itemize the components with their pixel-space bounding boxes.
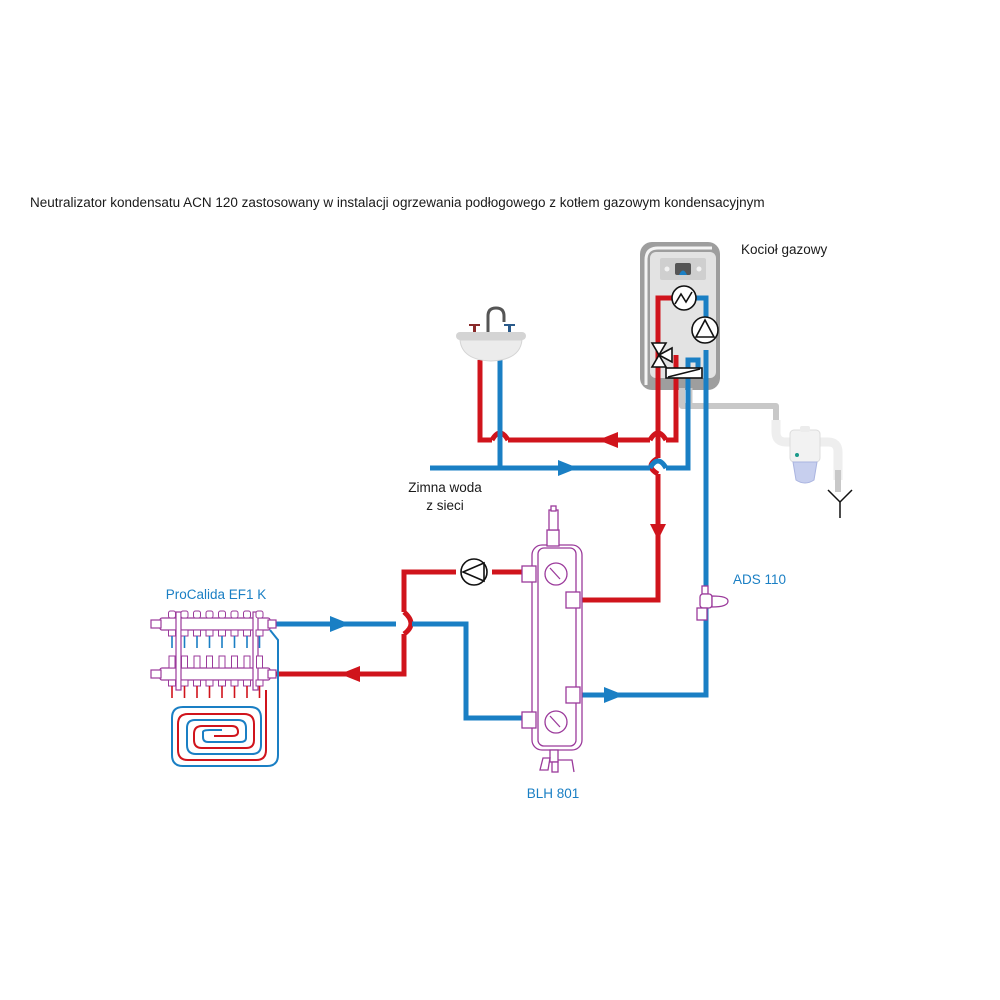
manifold-outlet-fitting xyxy=(168,629,176,637)
condensate-pipe xyxy=(679,388,779,420)
manifold-outlet-fitting xyxy=(205,679,214,687)
boiler-display-icon xyxy=(675,263,691,275)
manifold-flowmeter xyxy=(231,655,238,669)
manifold-outlet-fitting xyxy=(218,679,226,687)
manifold-valve xyxy=(230,610,239,619)
drain-icon xyxy=(827,489,853,518)
arrow-right-cold-icon xyxy=(558,460,578,476)
boiler-body xyxy=(650,252,716,378)
manifold-valve xyxy=(193,610,201,619)
underfloor-manifold xyxy=(150,611,277,691)
manifold-valve xyxy=(243,610,251,619)
manifold-outlet-fitting xyxy=(243,679,251,687)
arrow-down-hot-icon xyxy=(650,524,666,540)
arrow-left-hot-icon xyxy=(598,432,618,448)
tap-icon xyxy=(486,306,506,333)
separator-port xyxy=(565,686,581,704)
manifold-outlet-fitting xyxy=(255,679,264,687)
manifold-valve xyxy=(168,610,176,619)
manifold-label: ProCalida EF1 K xyxy=(166,587,267,602)
manifold-flowmeter xyxy=(243,655,251,669)
manifold-outlet-fitting xyxy=(193,629,201,637)
arrow-right-supply-icon xyxy=(330,616,350,632)
manifold-flowmeter xyxy=(193,655,201,669)
separator-port xyxy=(565,591,581,609)
cold-water-label-line1: Zimna woda xyxy=(408,480,482,495)
manifold-outlet-fitting xyxy=(180,629,189,637)
arrow-right-return-icon xyxy=(604,687,624,703)
manifold-valve xyxy=(218,610,226,619)
separator-label: BLH 801 xyxy=(527,786,580,801)
manifold-flowmeter xyxy=(168,655,176,669)
manifold-outlet-fitting xyxy=(168,679,176,687)
boiler-internals xyxy=(650,285,719,379)
separator-port xyxy=(521,711,537,729)
manifold-outlet-fitting xyxy=(255,629,264,637)
manifold-outlet-fitting xyxy=(230,679,239,687)
condensate-neutralizer xyxy=(771,420,843,492)
manifold-valve xyxy=(205,610,214,619)
cold-water-label-line2: z sieci xyxy=(426,498,464,513)
manifold-valve xyxy=(255,610,264,619)
manifold-outlet-fitting xyxy=(230,629,239,637)
manifold-outlet-fitting xyxy=(218,629,226,637)
circulation-pump-icon xyxy=(460,558,488,586)
washbasin xyxy=(456,306,526,362)
diagram-title: Neutralizator kondensatu ACN 120 zastoso… xyxy=(30,195,765,210)
floor-heating-loop xyxy=(171,629,279,767)
manifold-outlet-fitting xyxy=(193,679,201,687)
dirt-separator-label: ADS 110 xyxy=(733,572,786,587)
manifold-flowmeter xyxy=(256,655,263,669)
separator-port xyxy=(521,565,537,583)
manifold-valve xyxy=(180,610,189,619)
hydraulic-separator xyxy=(521,505,583,773)
boiler-label: Kocioł gazowy xyxy=(741,242,828,257)
manifold-flowmeter xyxy=(206,655,213,669)
flow-arrows xyxy=(330,432,666,703)
manifold-outlet-fitting xyxy=(180,679,189,687)
arrow-left-return-icon xyxy=(340,666,360,682)
manifold-outlets xyxy=(168,610,264,698)
manifold-outlet-fitting xyxy=(243,629,251,637)
manifold-flowmeter xyxy=(218,655,226,669)
magnetic-dirt-separator xyxy=(696,585,729,621)
manifold-outlet-fitting xyxy=(205,629,214,637)
manifold-flowmeter xyxy=(181,655,188,669)
